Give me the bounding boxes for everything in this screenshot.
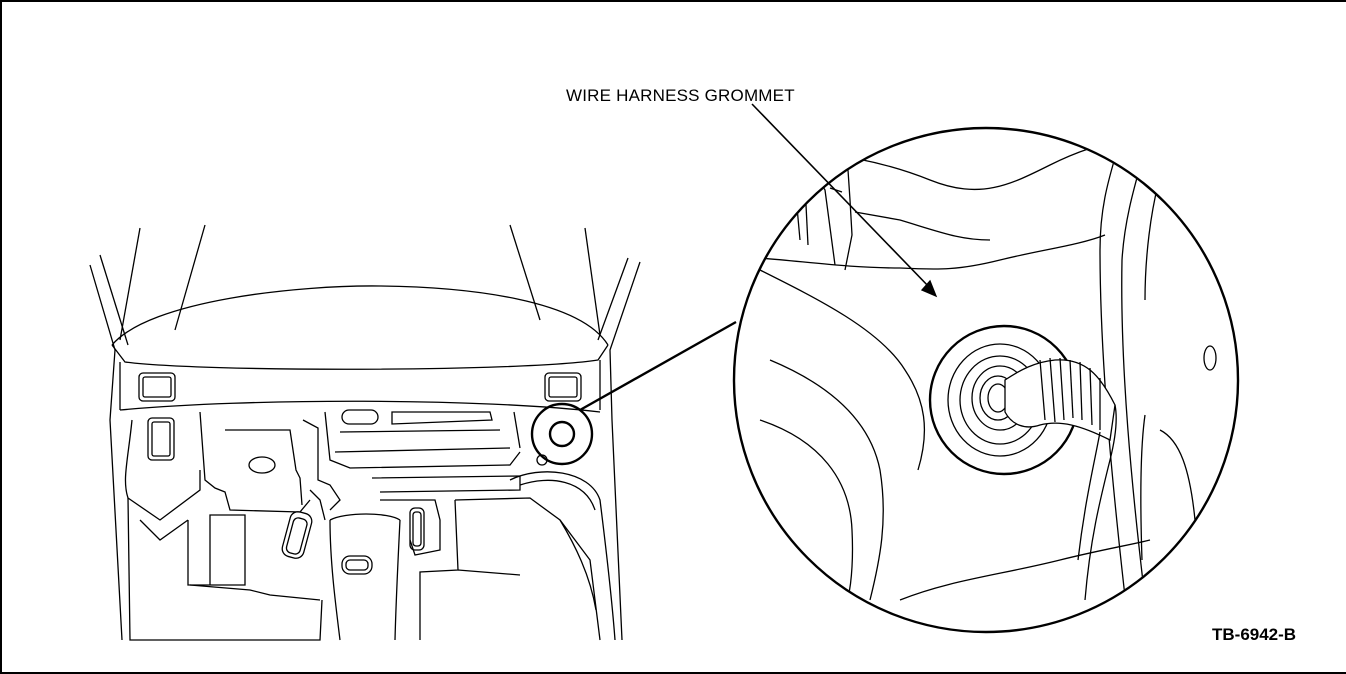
grommet-detail-view (732, 103, 1240, 634)
callout-label: WIRE HARNESS GROMMET (566, 86, 795, 105)
dashboard-overview-drawing (89, 224, 737, 641)
figure-id: TB-6942-B (1212, 625, 1297, 644)
